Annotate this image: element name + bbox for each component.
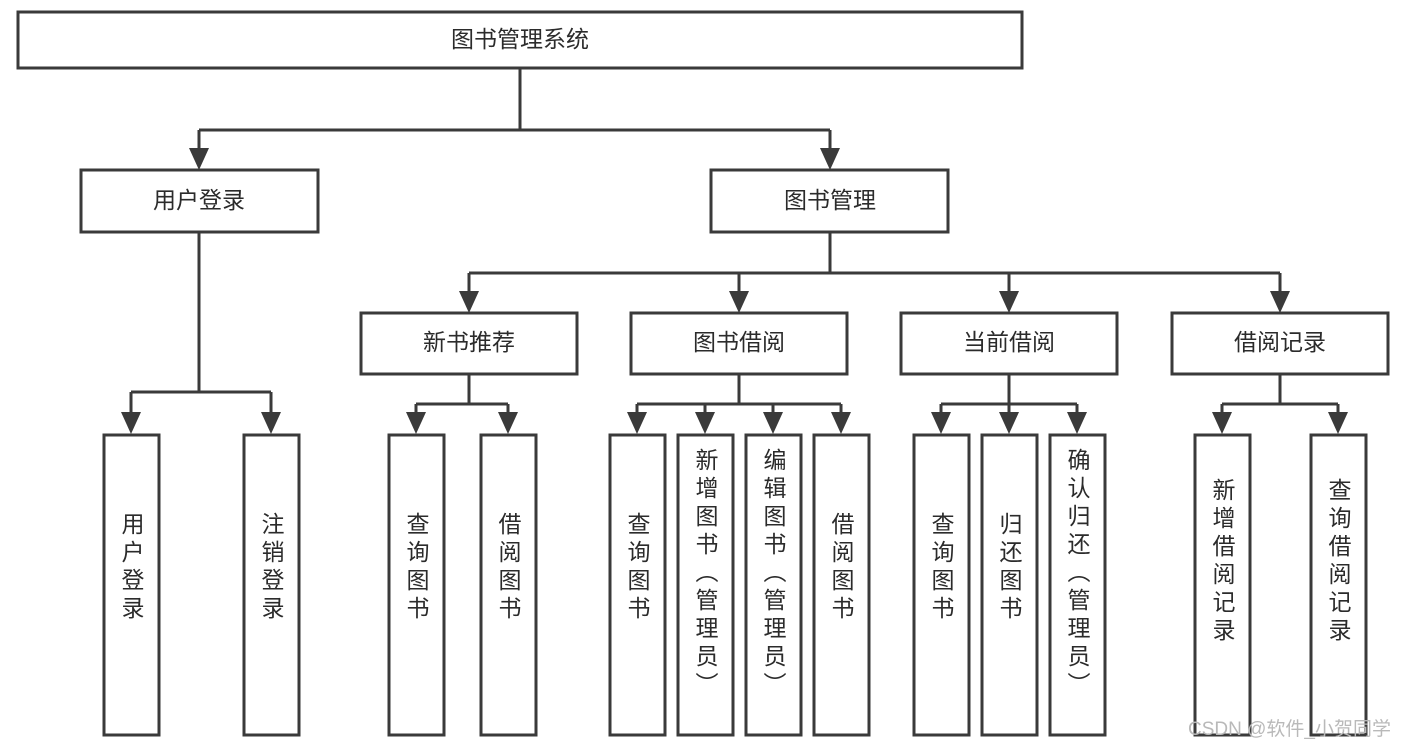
- node-new-book-recommend-box[interactable]: [359, 311, 579, 376]
- arrow-head-leaf-borrow-book-2: [831, 412, 851, 434]
- node-book-manage[interactable]: 图书管理: [709, 168, 950, 234]
- connector-group-root: [189, 68, 840, 170]
- arrow-head-book-manage: [820, 148, 840, 170]
- node-user-login-box[interactable]: [79, 168, 320, 234]
- node-leaf-query-book-1-label: 查询图书: [403, 512, 430, 624]
- node-leaf-confirm-return-label: 确认归还（管理员）: [1064, 448, 1091, 700]
- node-leaf-add-record-label: 新增借阅记录: [1209, 478, 1236, 646]
- arrow-head-leaf-user-logout: [261, 412, 281, 434]
- node-root-box[interactable]: [16, 10, 1024, 70]
- node-leaf-query-record-label: 查询借阅记录: [1325, 478, 1352, 646]
- arrow-head-leaf-user-login: [121, 412, 141, 434]
- node-borrow-record[interactable]: 借阅记录: [1170, 311, 1390, 376]
- node-leaf-return-book-label: 归还图书: [996, 512, 1023, 624]
- arrow-head-borrow-record: [1270, 291, 1290, 313]
- arrow-head-leaf-query-book-1: [406, 412, 426, 434]
- arrow-head-leaf-edit-book: [763, 412, 783, 434]
- node-leaf-edit-book-label: 编辑图书（管理员）: [760, 448, 787, 700]
- node-current-borrow[interactable]: 当前借阅: [899, 311, 1119, 376]
- node-new-book-recommend-label: 新书推荐: [423, 329, 515, 355]
- node-leaf-borrow-book-2-label: 借阅图书: [828, 512, 855, 624]
- node-root[interactable]: 图书管理系统: [16, 10, 1024, 70]
- node-leaf-return-book[interactable]: 归还图书: [980, 433, 1039, 737]
- node-leaf-edit-book[interactable]: 编辑图书（管理员）: [744, 433, 803, 737]
- node-leaf-query-record[interactable]: 查询借阅记录: [1309, 433, 1368, 737]
- node-leaf-user-logout-box[interactable]: [242, 433, 301, 737]
- node-leaf-borrow-book-1-box[interactable]: [479, 433, 538, 737]
- arrow-head-book-borrow: [729, 291, 749, 313]
- node-leaf-confirm-return[interactable]: 确认归还（管理员）: [1048, 433, 1107, 737]
- node-book-manage-box[interactable]: [709, 168, 950, 234]
- arrow-head-leaf-query-book-3: [931, 412, 951, 434]
- node-book-borrow-box[interactable]: [629, 311, 849, 376]
- node-leaf-add-record[interactable]: 新增借阅记录: [1193, 433, 1252, 737]
- node-leaf-edit-book-box[interactable]: [744, 433, 803, 737]
- node-new-book-recommend[interactable]: 新书推荐: [359, 311, 579, 376]
- arrow-head-leaf-borrow-book-1: [498, 412, 518, 434]
- node-leaf-query-book-2[interactable]: 查询图书: [608, 433, 667, 737]
- arrow-head-current-borrow: [999, 291, 1019, 313]
- arrow-head-leaf-return-book: [999, 412, 1019, 434]
- node-leaf-add-record-box[interactable]: [1193, 433, 1252, 737]
- node-leaf-query-book-3-label: 查询图书: [928, 512, 955, 624]
- csdn-watermark: CSDN @软件_小贺同学: [1188, 719, 1391, 740]
- node-borrow-record-label: 借阅记录: [1234, 329, 1326, 355]
- node-borrow-record-box[interactable]: [1170, 311, 1390, 376]
- connector-group-current-borrow: [931, 374, 1087, 434]
- node-leaf-query-book-1-box[interactable]: [387, 433, 446, 737]
- connector-group-new-book-recommend: [406, 374, 518, 434]
- node-leaf-add-book-box[interactable]: [676, 433, 735, 737]
- node-leaf-query-book-2-box[interactable]: [608, 433, 667, 737]
- node-leaf-add-book-label: 新增图书（管理员）: [692, 448, 719, 700]
- node-current-borrow-box[interactable]: [899, 311, 1119, 376]
- node-leaf-borrow-book-2[interactable]: 借阅图书: [812, 433, 871, 737]
- arrow-head-leaf-add-record: [1212, 412, 1232, 434]
- node-book-borrow-label: 图书借阅: [693, 329, 785, 355]
- node-leaf-confirm-return-box[interactable]: [1048, 433, 1107, 737]
- node-current-borrow-label: 当前借阅: [963, 329, 1055, 355]
- arrow-head-leaf-confirm-return: [1067, 412, 1087, 434]
- node-leaf-user-logout[interactable]: 注销登录: [242, 433, 301, 737]
- node-leaf-borrow-book-2-box[interactable]: [812, 433, 871, 737]
- arrow-head-leaf-query-record: [1328, 412, 1348, 434]
- node-leaf-user-login-label: 用户登录: [118, 512, 145, 624]
- node-leaf-add-book[interactable]: 新增图书（管理员）: [676, 433, 735, 737]
- connector-group-borrow-record: [1212, 374, 1348, 434]
- node-leaf-query-record-box[interactable]: [1309, 433, 1368, 737]
- node-leaf-borrow-book-1-label: 借阅图书: [495, 512, 522, 624]
- connector-group-user-login: [121, 232, 281, 434]
- node-leaf-return-book-box[interactable]: [980, 433, 1039, 737]
- arrow-head-user-login: [189, 148, 209, 170]
- connector-group-book-manage: [459, 232, 1290, 313]
- node-leaf-query-book-1[interactable]: 查询图书: [387, 433, 446, 737]
- node-leaf-borrow-book-1[interactable]: 借阅图书: [479, 433, 538, 737]
- node-user-login[interactable]: 用户登录: [79, 168, 320, 234]
- node-leaf-user-logout-label: 注销登录: [258, 512, 285, 624]
- node-leaf-query-book-3-box[interactable]: [912, 433, 971, 737]
- arrow-head-leaf-query-book-2: [627, 412, 647, 434]
- node-leaf-user-login[interactable]: 用户登录: [102, 433, 161, 737]
- node-leaf-user-login-box[interactable]: [102, 433, 161, 737]
- node-root-label: 图书管理系统: [451, 26, 589, 52]
- node-leaf-query-book-3[interactable]: 查询图书: [912, 433, 971, 737]
- arrow-head-leaf-add-book: [695, 412, 715, 434]
- arrow-head-new-book-recommend: [459, 291, 479, 313]
- node-book-borrow[interactable]: 图书借阅: [629, 311, 849, 376]
- node-user-login-label: 用户登录: [153, 187, 245, 213]
- node-leaf-query-book-2-label: 查询图书: [624, 512, 651, 624]
- node-book-manage-label: 图书管理: [784, 187, 876, 213]
- connector-group-book-borrow: [627, 374, 851, 434]
